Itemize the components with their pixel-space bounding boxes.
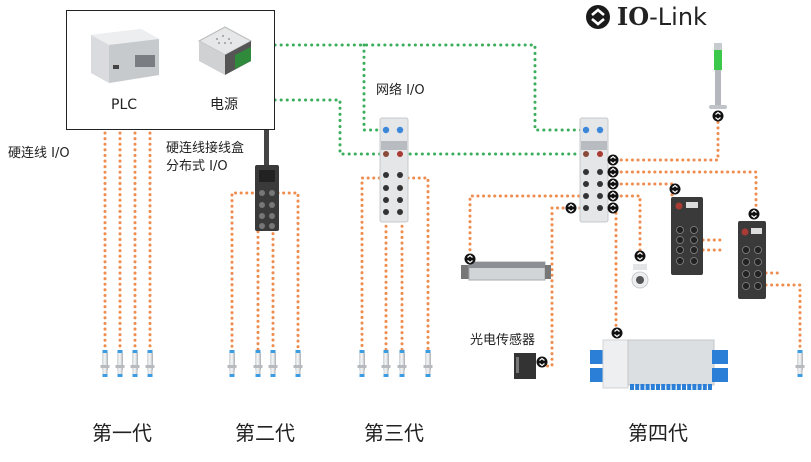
valve-terminal-small <box>461 261 551 281</box>
photo-sensor-label: 光电传感器 <box>470 333 536 348</box>
valve-foot <box>650 384 655 390</box>
io-link-master <box>579 117 609 223</box>
hardwired-io-label: 硬连线 I/O <box>8 146 70 161</box>
io-lines <box>103 116 802 368</box>
valve-foot <box>708 384 712 390</box>
junction-cable <box>264 130 269 166</box>
valve-foot <box>687 384 692 390</box>
valve-foot <box>692 384 697 390</box>
junction-box <box>255 165 279 231</box>
photoelectric-sensor <box>514 353 536 379</box>
junction-box-label-1: 硬连线接线盒 <box>166 141 245 156</box>
valve-foot <box>666 384 671 390</box>
valve-foot <box>635 384 640 390</box>
rotary-encoder <box>631 264 649 289</box>
network-io-module <box>379 117 409 223</box>
stack-light <box>709 43 727 109</box>
valve-island <box>590 339 728 390</box>
valve-foot <box>697 384 702 390</box>
generation-3-label: 第三代 <box>364 421 424 445</box>
sensors-gen3 <box>357 350 433 377</box>
network-io-label: 网络 I/O <box>376 83 425 98</box>
valve-foot <box>656 384 660 390</box>
generation-4-label: 第四代 <box>628 421 688 445</box>
io-link-bold: IO <box>617 2 650 31</box>
sensors-gen1 <box>100 350 155 377</box>
valve-foot <box>682 384 686 390</box>
junction-box-label-2: 分布式 I/O <box>166 159 228 174</box>
sensor-gen4 <box>795 350 805 377</box>
controller-box: PLC 电源 <box>66 10 275 130</box>
valve-foot <box>702 384 707 390</box>
generation-2-label: 第二代 <box>235 421 295 445</box>
io-link-logo-icon <box>586 4 610 29</box>
power-supply-label: 电源 <box>210 97 238 113</box>
generation-1-label: 第一代 <box>92 421 152 445</box>
network-line-upper-branch <box>362 43 387 132</box>
plc-image <box>91 29 159 83</box>
sensors-gen2 <box>227 350 303 377</box>
power-supply-image <box>197 26 253 75</box>
io-link-hub-2 <box>738 221 766 299</box>
valve-foot <box>630 384 634 390</box>
valve-foot <box>671 384 676 390</box>
io-link-brand: IO-Link <box>585 2 707 31</box>
network-line-lower <box>273 98 592 156</box>
plc-label: PLC <box>111 97 138 113</box>
valve-foot <box>661 384 666 390</box>
valve-foot <box>676 384 681 390</box>
network-lines <box>273 43 592 156</box>
io-link-rest: -Link <box>649 3 707 31</box>
valve-foot <box>640 384 645 390</box>
io-link-hub-1 <box>671 197 703 275</box>
network-line-upper <box>273 43 592 132</box>
valve-foot <box>645 384 650 390</box>
